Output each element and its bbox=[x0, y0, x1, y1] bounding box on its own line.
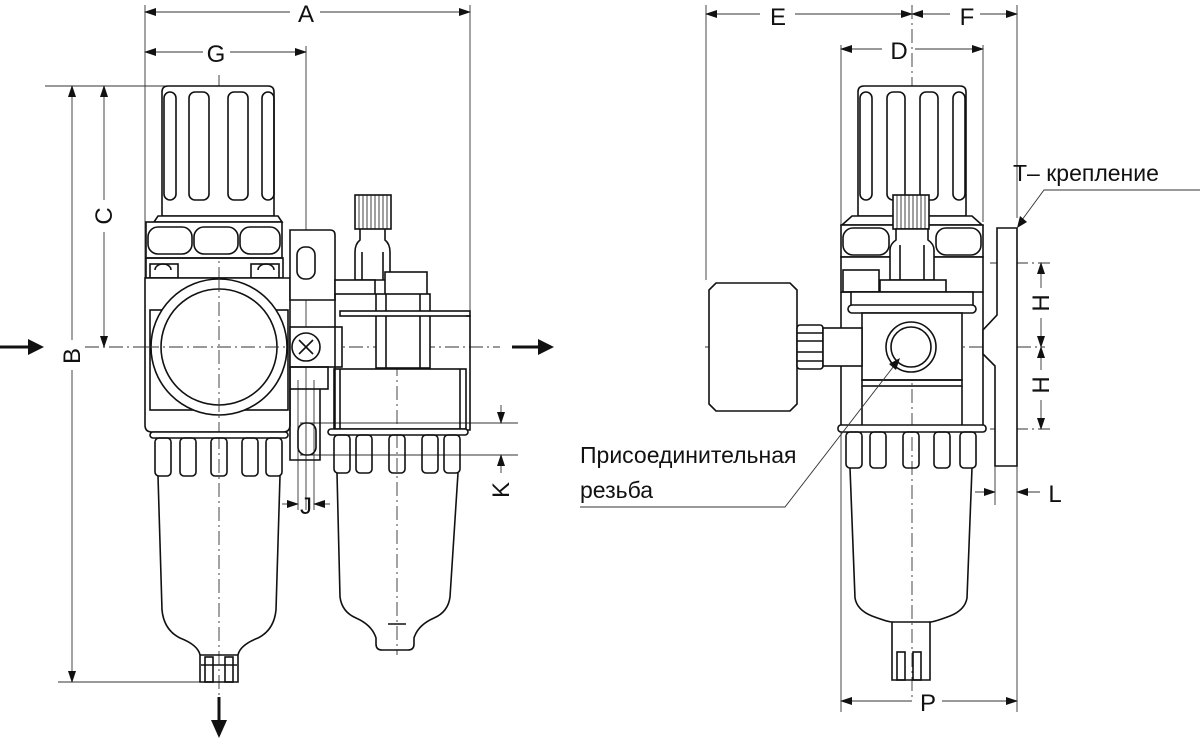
regulator-knob bbox=[152, 85, 284, 223]
callout-t-mount: T– крепление bbox=[1013, 160, 1200, 228]
outlet-arrow bbox=[512, 339, 554, 355]
dimension-label-K: K bbox=[488, 482, 515, 498]
dimension-label-A: A bbox=[298, 1, 314, 28]
lubricator-bowl bbox=[333, 434, 461, 651]
body-side bbox=[837, 291, 987, 433]
dimension-label-H-lower: H bbox=[1028, 376, 1055, 393]
inlet-arrow bbox=[0, 339, 44, 355]
dimension-label-B: B bbox=[59, 348, 86, 364]
dimension-label-P: P bbox=[920, 690, 936, 717]
dimension-label-C: C bbox=[91, 207, 118, 224]
dimension-label-L: L bbox=[1048, 481, 1061, 508]
port-thread-inner bbox=[890, 326, 932, 368]
dimension-E: E bbox=[705, 4, 913, 31]
dimension-K: K bbox=[300, 405, 518, 498]
drain-arrow bbox=[211, 697, 227, 738]
side-view: E F D H H L bbox=[580, 4, 1200, 717]
callout-label-t-mount: T– крепление bbox=[1013, 160, 1159, 186]
front-view: A G B C J bbox=[0, 1, 554, 738]
dimension-P: P bbox=[840, 690, 1018, 717]
dimension-label-F: F bbox=[960, 4, 975, 31]
dimension-label-J: J bbox=[300, 493, 312, 520]
dimension-D: D bbox=[840, 38, 984, 65]
t-mount-bracket bbox=[982, 227, 1018, 467]
dimension-F: F bbox=[911, 4, 1018, 31]
mounting-bracket bbox=[289, 229, 343, 461]
lubricator-oil-knob bbox=[354, 194, 392, 281]
callout-label-thread-line1: Присоединительная bbox=[580, 442, 796, 468]
port-thread-outer bbox=[885, 321, 937, 373]
dimension-C: C bbox=[91, 85, 118, 348]
dimension-H-upper: H bbox=[1028, 262, 1055, 348]
dimension-B: B bbox=[59, 85, 86, 683]
callout-label-thread-line2: резьба bbox=[580, 477, 653, 503]
lubricator-body bbox=[327, 271, 471, 436]
bowl-side bbox=[845, 431, 977, 681]
dimension-label-D: D bbox=[890, 38, 907, 65]
dimension-G: G bbox=[144, 41, 307, 68]
pressure-gauge-side bbox=[708, 282, 863, 412]
knurl-lines bbox=[358, 195, 388, 229]
hex-nut bbox=[145, 221, 284, 279]
dimension-L: L bbox=[975, 481, 1062, 508]
dimension-label-E: E bbox=[770, 4, 786, 31]
dimension-label-H-upper: H bbox=[1028, 294, 1055, 311]
regulator-bowl bbox=[154, 437, 283, 683]
dimension-A: A bbox=[144, 1, 471, 28]
callout-connecting-thread: Присоединительная резьба bbox=[580, 358, 900, 508]
lubricator-knob-side bbox=[879, 194, 947, 293]
dimension-label-G: G bbox=[207, 41, 226, 68]
dimension-H-lower: H bbox=[1028, 346, 1055, 430]
regulator-body bbox=[144, 277, 291, 439]
